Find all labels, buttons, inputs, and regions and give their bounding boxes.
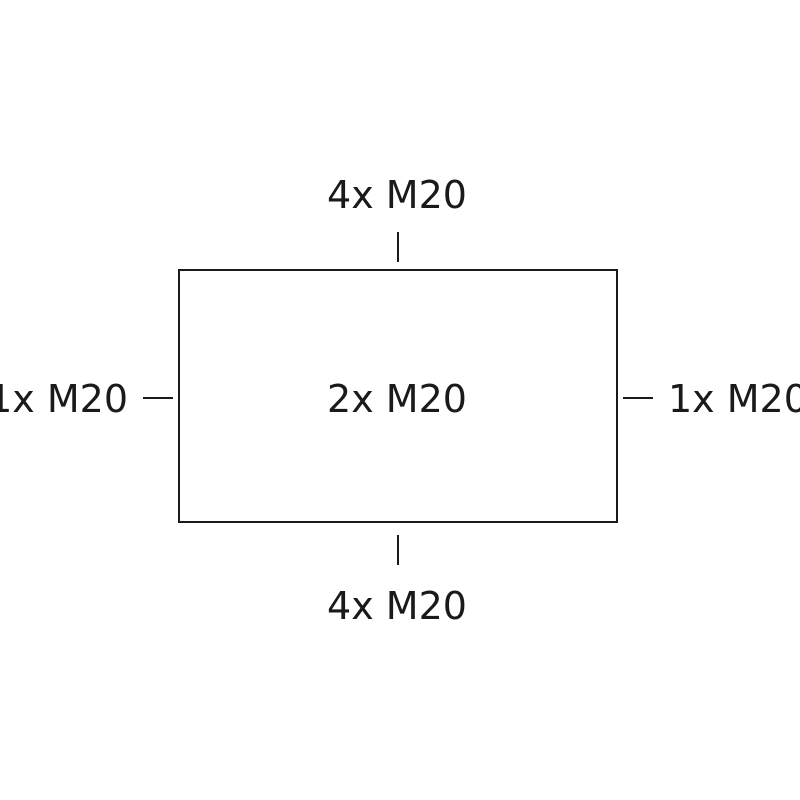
top-entry-label: 4x M20 xyxy=(327,173,467,217)
enclosure-outline xyxy=(178,269,618,523)
enclosure-center-label: 2x M20 xyxy=(327,377,467,421)
left-entry-label: 1x M20 xyxy=(0,377,128,421)
bottom-entry-label: 4x M20 xyxy=(327,584,467,628)
right-entry-label: 1x M20 xyxy=(668,377,800,421)
